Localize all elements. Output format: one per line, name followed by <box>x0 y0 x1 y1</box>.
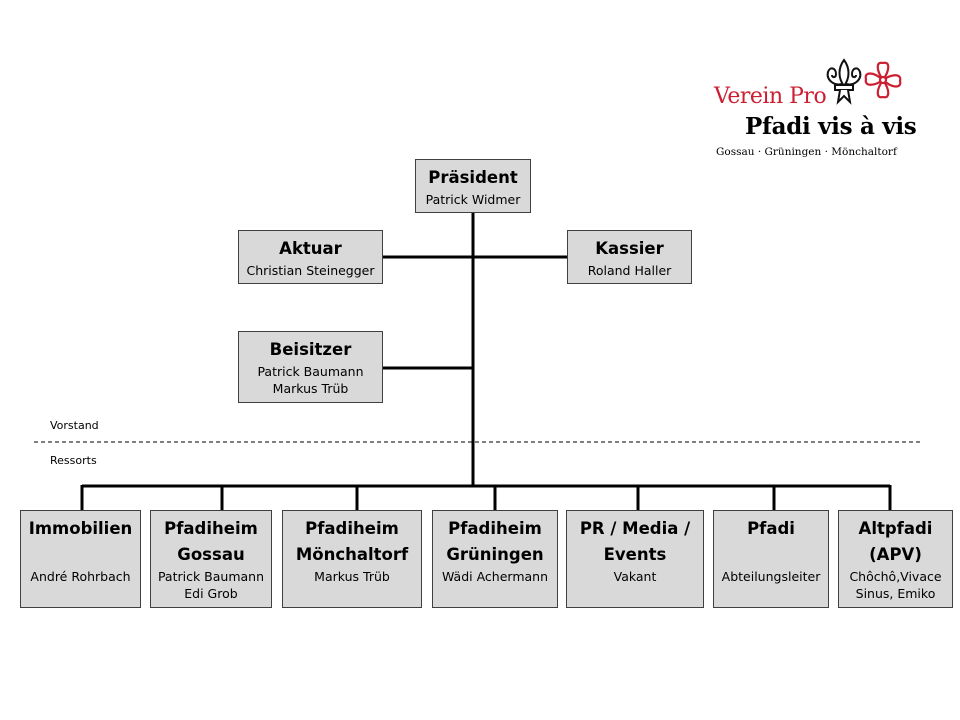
box-title: Gossau <box>177 545 245 564</box>
box-title-spacer <box>714 542 828 568</box>
box-title: Kassier <box>595 239 664 258</box>
logo-line-2: Pfadi vis à vis <box>745 113 917 140</box>
box-title: PR / Media / <box>579 519 691 538</box>
box-title: Events <box>603 545 667 564</box>
box-aktuar: Aktuar Christian Steinegger <box>238 230 383 284</box>
box-ressort-immobilien: Immobilien André Rohrbach <box>20 510 141 608</box>
box-title: Präsident <box>428 168 518 187</box>
box-beisitzer: Beisitzer Patrick Baumann Markus Trüb <box>238 331 383 403</box>
box-ressort-pfadiheim-moenchaltorf: Pfadiheim Mönchaltorf Markus Trüb <box>282 510 422 608</box>
box-title: Beisitzer <box>269 340 352 359</box>
box-praesident: Präsident Patrick Widmer <box>415 159 531 213</box>
box-ressort-pfadiheim-grueningen: Pfadiheim Grüningen Wädi Achermann <box>432 510 558 608</box>
box-name: Abteilungsleiter <box>721 569 821 584</box>
box-name: Edi Grob <box>184 586 238 601</box>
box-ressort-pr-media-events: PR / Media / Events Vakant <box>566 510 704 608</box>
box-name: Markus Trüb <box>314 569 390 584</box>
box-name: Markus Trüb <box>272 381 349 396</box>
box-title: (APV) <box>869 545 922 564</box>
clover-flower-icon <box>864 61 902 99</box>
box-title: Pfadiheim <box>164 519 258 538</box>
box-title: Mönchaltorf <box>295 545 409 564</box>
box-kassier: Kassier Roland Haller <box>567 230 692 284</box>
box-name: Chôchô,Vivace <box>849 569 942 584</box>
box-name: Christian Steinegger <box>246 263 375 278</box>
box-name: Roland Haller <box>587 263 672 278</box>
box-title: Immobilien <box>28 519 133 538</box>
logo-line-1: Verein Pro <box>714 84 827 109</box>
box-name: Patrick Widmer <box>425 192 521 207</box>
box-ressort-pfadiheim-gossau: Pfadiheim Gossau Patrick Baumann Edi Gro… <box>150 510 272 608</box>
box-name: Wädi Achermann <box>441 569 549 584</box>
box-title-spacer <box>21 542 140 568</box>
box-name: Vakant <box>613 569 657 584</box>
box-name: Patrick Baumann <box>257 364 364 379</box>
fleur-de-lis-icon <box>826 58 862 105</box>
box-ressort-pfadi: Pfadi Abteilungsleiter <box>713 510 829 608</box>
box-title: Pfadi <box>747 519 795 538</box>
box-title: Pfadiheim <box>448 519 542 538</box>
section-label-ressorts: Ressorts <box>50 454 97 467</box>
box-title: Pfadiheim <box>305 519 399 538</box>
box-name: Sinus, Emiko <box>855 586 936 601</box>
box-title: Grüningen <box>446 545 544 564</box>
box-title: Altpfadi <box>858 519 933 538</box>
section-label-vorstand: Vorstand <box>50 419 99 432</box>
logo-line-3: Gossau · Grüningen · Mönchaltorf <box>716 146 897 158</box>
box-ressort-altpfadi-apv: Altpfadi (APV) Chôchô,Vivace Sinus, Emik… <box>838 510 953 608</box>
box-name: Patrick Baumann <box>157 569 265 584</box>
box-title: Aktuar <box>279 239 342 258</box>
box-name: André Rohrbach <box>30 569 131 584</box>
